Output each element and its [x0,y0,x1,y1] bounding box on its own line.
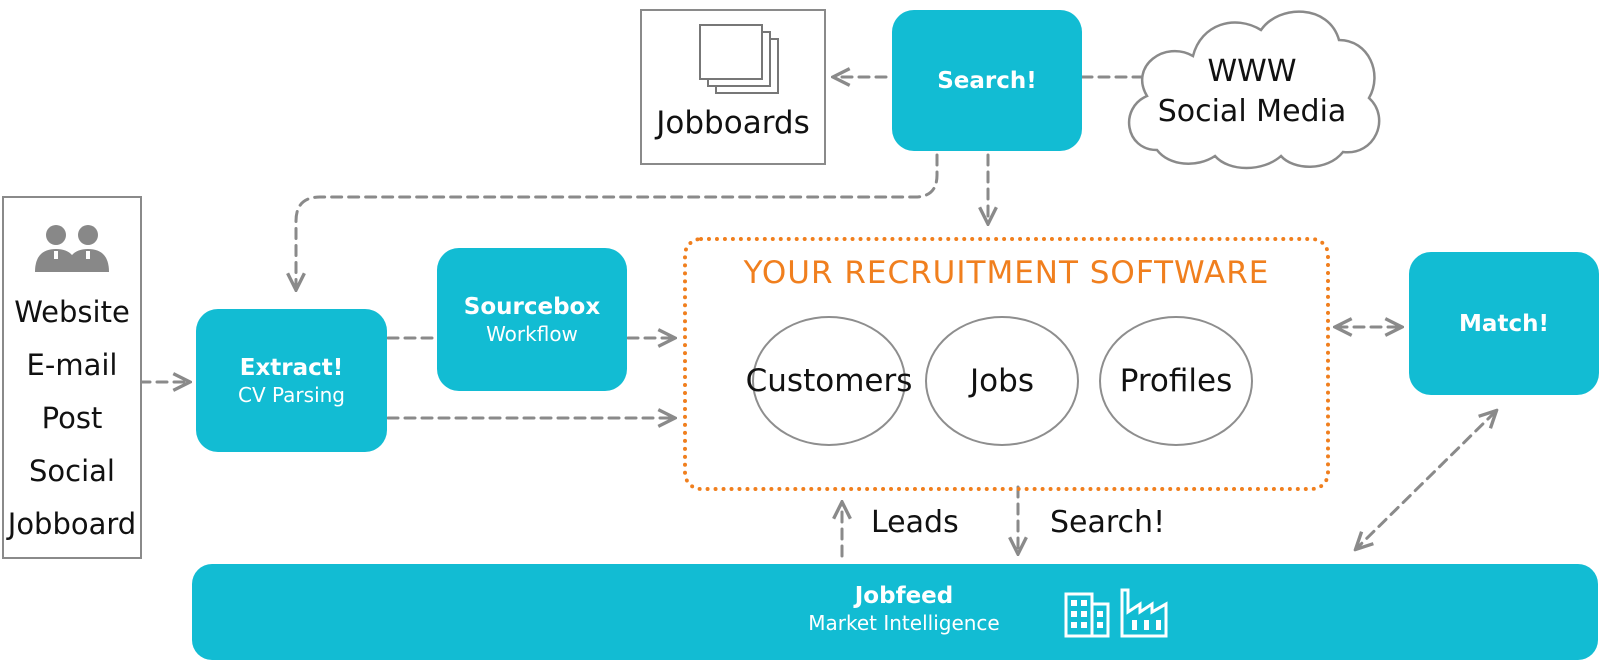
source-post: Post [41,401,103,435]
jobboards-panel: Jobboards [640,9,826,165]
buildings-icon [1064,588,1168,638]
match-title: Match! [1459,310,1549,337]
sources-panel: Website E-mail Post Social Jobboard [2,196,142,559]
search-title: Search! [937,67,1037,94]
arrow-search-to-extract [296,153,939,288]
extract-box: Extract! CV Parsing [196,309,387,452]
sourcebox-title: Sourcebox [463,293,601,320]
sources-list: Website E-mail Post Social Jobboard [4,286,140,551]
search-jobfeed-label: Search! [1050,505,1166,540]
sourcebox-subtitle: Workflow [486,321,578,346]
arrow-match-jobfeed [1357,412,1495,548]
people-icon [35,225,109,272]
search-box: Search! [892,10,1082,151]
www-label: WWW Social Media [1117,52,1387,132]
sourcebox-box: Sourcebox Workflow [437,248,627,391]
jobfeed-bar: Jobfeed Market Intelligence [192,564,1598,660]
www-line2: Social Media [1157,94,1347,129]
jobs-label: Jobs [970,363,1034,399]
profiles-ellipse: Profiles [1099,316,1253,446]
cloud-shape [1127,10,1381,170]
stacked-pages-icon [699,24,779,94]
jobs-ellipse: Jobs [925,316,1079,446]
jobfeed-subtitle: Market Intelligence [808,611,1000,635]
source-jobboard: Jobboard [7,507,137,541]
source-social: Social [29,454,115,488]
www-line1: WWW [1207,54,1297,89]
source-email: E-mail [26,348,118,382]
jobboards-label: Jobboards [656,105,810,141]
match-box: Match! [1409,252,1599,395]
jobfeed-text: Jobfeed Market Intelligence [804,582,1004,637]
leads-label: Leads [871,505,959,540]
source-website: Website [14,295,130,329]
customers-label: Customers [745,363,913,399]
customers-ellipse: Customers [746,316,912,446]
jobfeed-title: Jobfeed [854,583,954,609]
profiles-label: Profiles [1119,363,1233,399]
extract-title: Extract! [239,354,344,381]
recruitment-software-container: YOUR RECRUITMENT SOFTWARE [683,237,1330,491]
extract-subtitle: CV Parsing [238,382,345,407]
software-title: YOUR RECRUITMENT SOFTWARE [743,255,1270,291]
